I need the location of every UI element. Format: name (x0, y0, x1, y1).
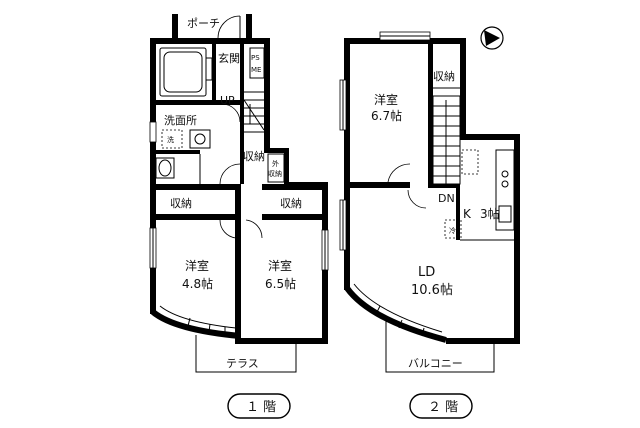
bay-window-floor1 (151, 305, 241, 339)
washbasin-icon (189, 129, 211, 149)
kitchen-name: K (463, 207, 472, 221)
room-floor2-name: 洋室 (374, 92, 398, 107)
ld-name: LD (418, 265, 435, 280)
balcony: バルコニー (385, 318, 495, 373)
dn-label: DN (438, 192, 455, 205)
ps-meter-box (249, 47, 265, 79)
door-swing-ld (407, 189, 427, 209)
svg-text:２ 階: ２ 階 (428, 400, 458, 415)
north-arrow-icon (480, 26, 504, 50)
porch-label: ポーチ (187, 17, 220, 30)
floor-1-plan: ポーチ (149, 14, 329, 419)
kitchen-size: 3帖 (480, 206, 500, 221)
svg-text:バルコニー: バルコニー (408, 357, 463, 370)
door-swing-toilet (219, 163, 241, 185)
room-right-name: 洋室 (268, 258, 292, 273)
staircase-floor1 (243, 91, 265, 133)
ps-label: PS (251, 54, 260, 62)
room-right-size: 6.5帖 (265, 276, 296, 291)
closet-floor2-label: 収納 (433, 70, 455, 83)
svg-text:冷: 冷 (449, 226, 456, 235)
staircase-floor2 (432, 95, 461, 185)
svg-text:１ 階: １ 階 (246, 400, 276, 415)
floor-2-plan: 収納 DN 洋室 6.7帖 K 3帖 (339, 31, 520, 419)
toilet-icon (155, 157, 175, 179)
meter-label: ME (251, 66, 261, 74)
door-swing-hall (221, 103, 241, 123)
closet-hall-label: 収納 (243, 150, 265, 163)
closet-left-label: 収納 (170, 197, 192, 210)
door-swing-room-floor2 (387, 163, 411, 183)
svg-text:外: 外 (272, 159, 279, 168)
room-left-size: 4.8帖 (182, 276, 213, 291)
window-washroom (149, 121, 157, 143)
room-floor2-size: 6.7帖 (371, 108, 402, 123)
range-hood-outline (461, 149, 479, 175)
washing-machine-icon: 洗 (161, 129, 183, 149)
terrace: テラス (195, 335, 297, 373)
porch: ポーチ (172, 14, 252, 40)
washroom-label: 洗面所 (164, 114, 197, 127)
closet-right-label: 収納 (280, 197, 302, 210)
refrigerator-icon: 冷 (444, 219, 462, 239)
svg-text:収納: 収納 (268, 169, 282, 178)
door-swing-left-room (219, 219, 237, 239)
kitchen-counter (495, 149, 515, 231)
svg-text:テラス: テラス (226, 357, 259, 370)
bathtub-icon (159, 47, 213, 97)
svg-text:洗: 洗 (167, 135, 174, 144)
outdoor-storage: 外 収納 (267, 153, 285, 183)
floor-1-badge: １ 階 (227, 393, 291, 419)
ld-size: 10.6帖 (411, 283, 453, 298)
room-left-name: 洋室 (185, 258, 209, 273)
entrance-label: 玄関 (218, 51, 240, 65)
door-swing-right-room (245, 219, 263, 239)
bay-window-floor2 (344, 283, 447, 343)
floor-2-walls (344, 38, 520, 344)
floor-2-badge: ２ 階 (409, 393, 473, 419)
